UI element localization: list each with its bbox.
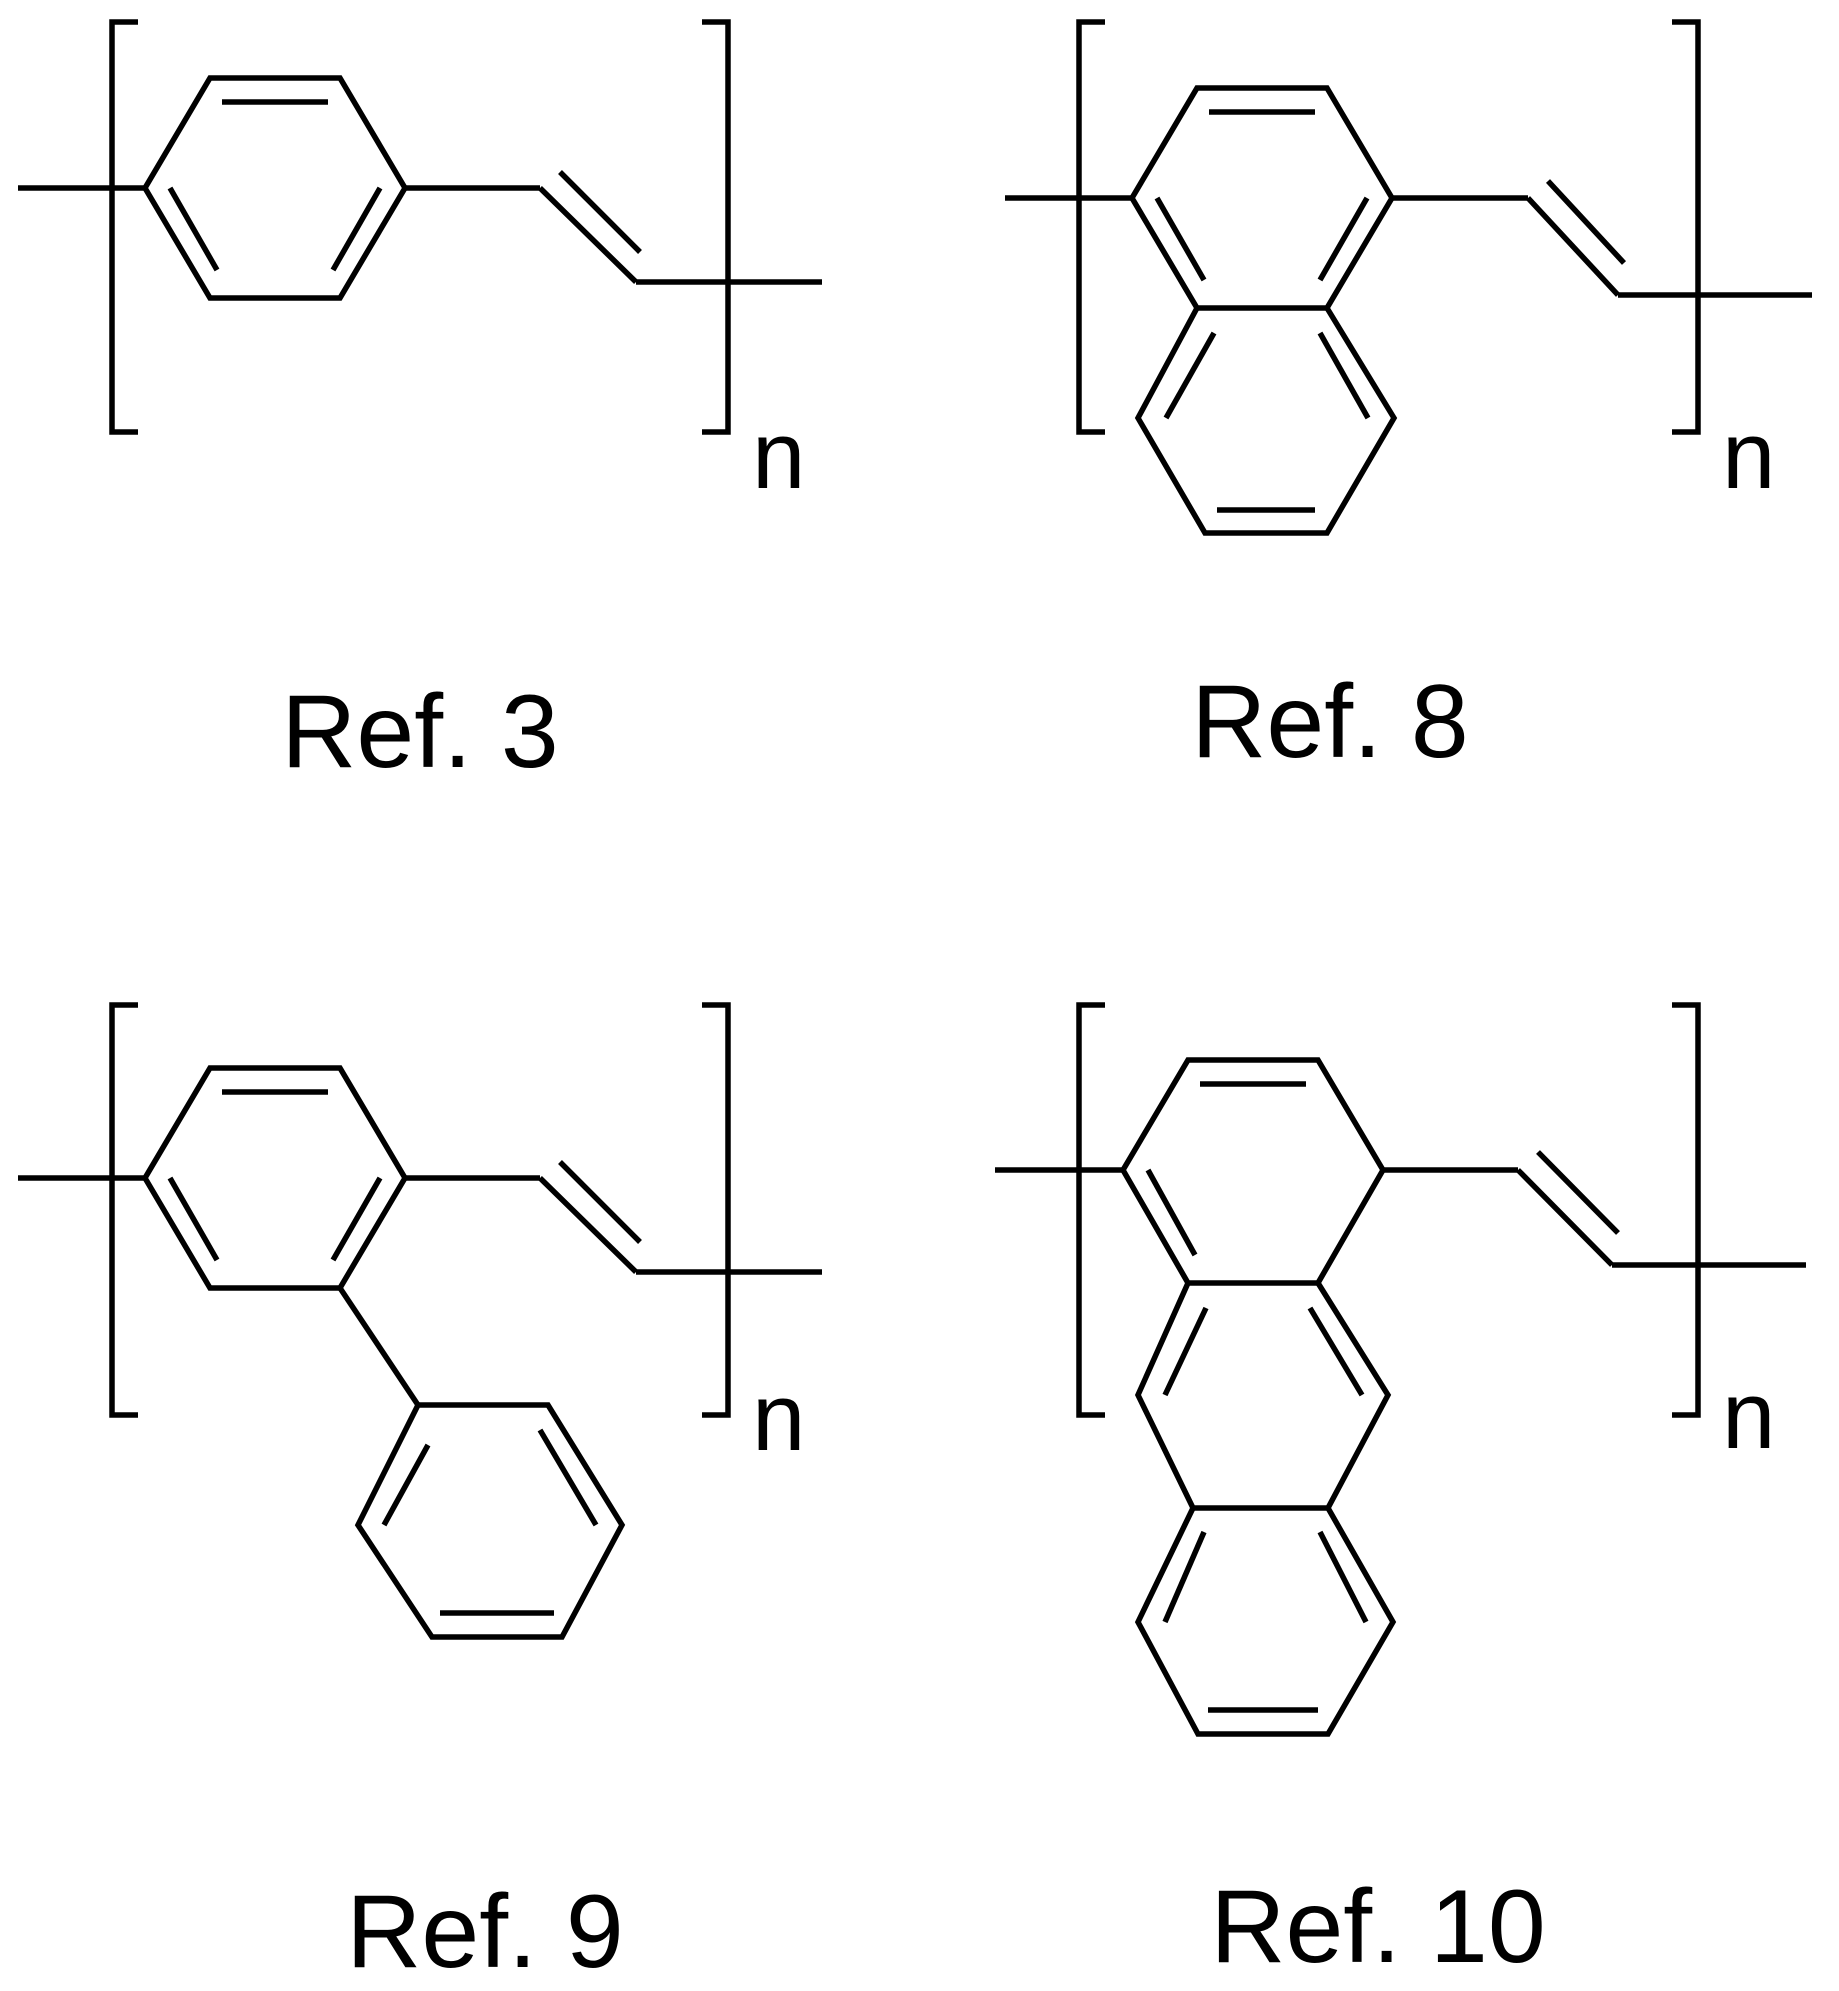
vinylene-link bbox=[1005, 179, 1812, 298]
left-bracket bbox=[109, 1002, 138, 1418]
anthracene-upper-ring bbox=[1119, 1057, 1387, 1286]
structure-ref9: n Ref. 9 bbox=[18, 1002, 822, 1990]
vinylene-link bbox=[995, 1150, 1806, 1268]
vinylene-link bbox=[18, 1160, 822, 1275]
structure-ref3: n Ref. 3 bbox=[18, 19, 822, 790]
reference-label: Ref. 3 bbox=[281, 674, 558, 790]
reference-label: Ref. 10 bbox=[1210, 1869, 1545, 1985]
naphthalene-upper-ring bbox=[1128, 85, 1396, 311]
left-bracket bbox=[1076, 1002, 1105, 1418]
repeat-subscript: n bbox=[1722, 402, 1775, 509]
reference-label: Ref. 9 bbox=[346, 1874, 623, 1990]
left-bracket bbox=[1076, 19, 1105, 435]
benzene-ring bbox=[141, 75, 409, 301]
repeat-subscript: n bbox=[752, 402, 805, 509]
structure-ref8: n Ref. 8 bbox=[1005, 19, 1812, 780]
naphthalene-lower-ring bbox=[1134, 306, 1398, 536]
structure-ref10: n Ref. 10 bbox=[995, 1002, 1806, 1985]
right-bracket bbox=[702, 19, 731, 435]
reference-label: Ref. 8 bbox=[1191, 664, 1468, 780]
main-benzene-ring bbox=[141, 1065, 409, 1291]
phenyl-substituent bbox=[337, 1286, 626, 1640]
anthracene-middle-ring bbox=[1134, 1281, 1392, 1511]
anthracene-lower-ring bbox=[1134, 1506, 1397, 1737]
repeat-subscript: n bbox=[1722, 1362, 1775, 1469]
vinylene-link bbox=[18, 170, 822, 285]
right-bracket bbox=[702, 1002, 731, 1418]
right-bracket bbox=[1672, 19, 1701, 435]
right-bracket bbox=[1672, 1002, 1701, 1418]
repeat-subscript: n bbox=[752, 1364, 805, 1471]
left-bracket bbox=[109, 19, 138, 435]
